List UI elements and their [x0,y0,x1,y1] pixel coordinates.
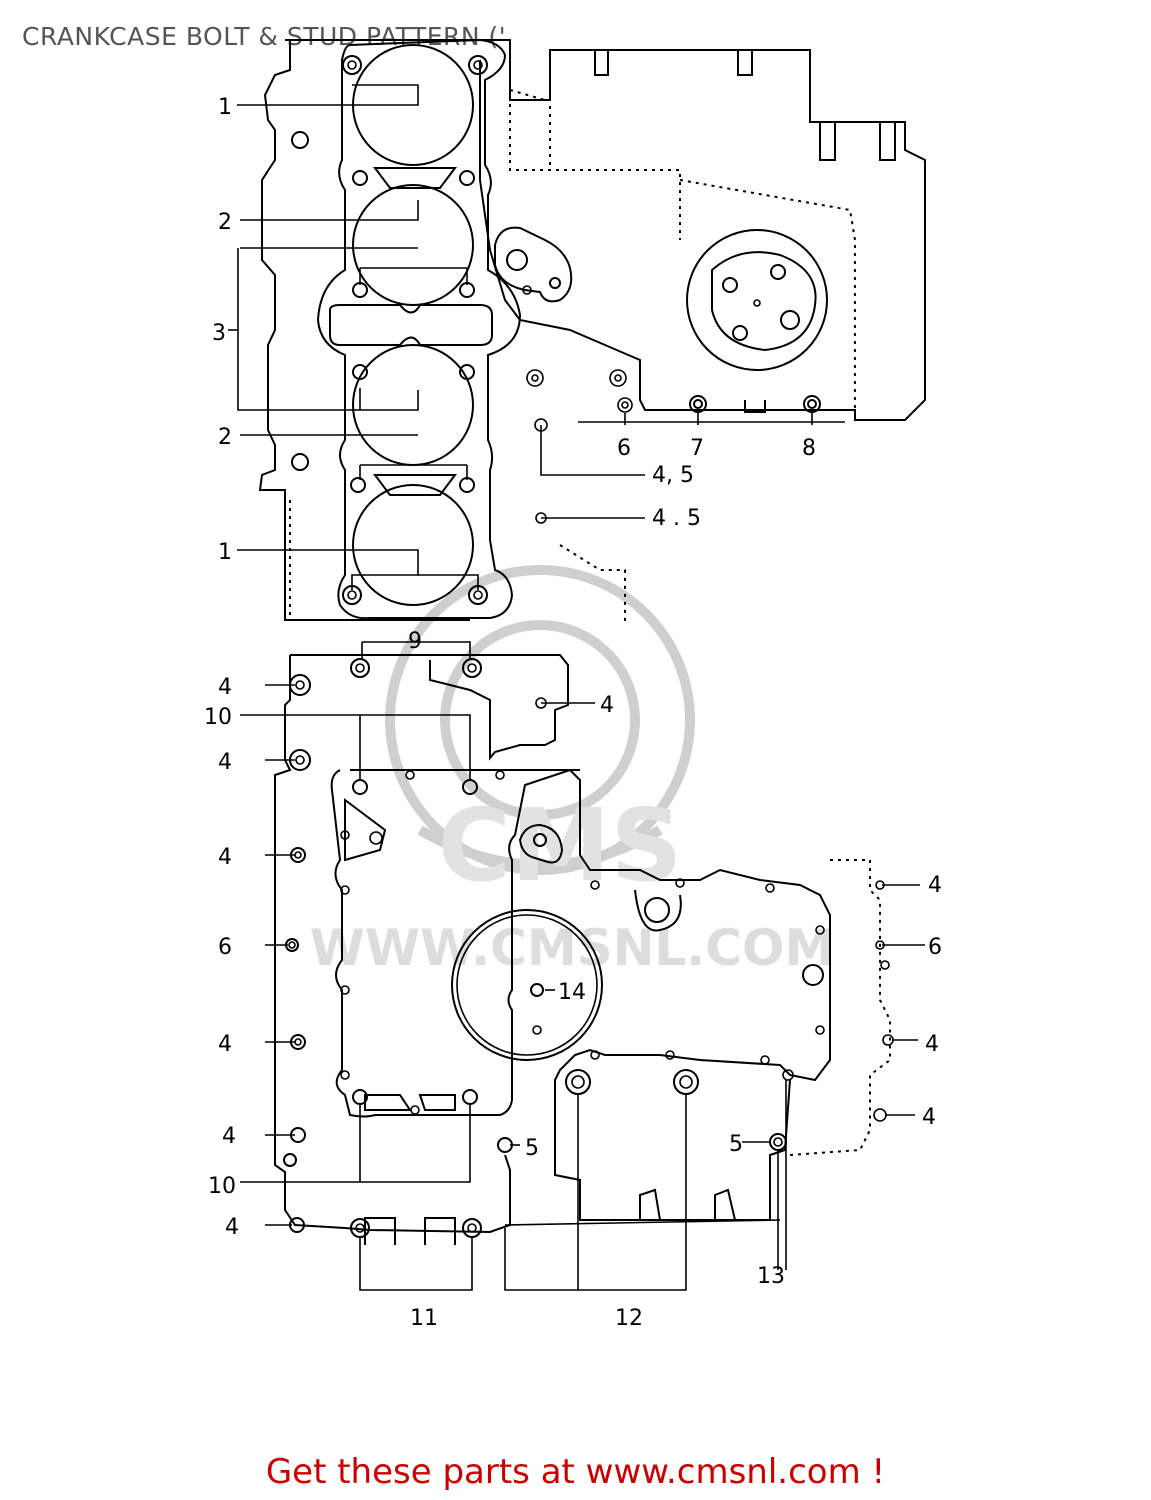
callout-1-bottom: 1 [218,540,232,565]
callout-3: 3 [212,321,226,346]
footer-link[interactable]: Get these parts at www.cmsnl.com ! [265,1452,886,1492]
callout-2-mid: 2 [218,425,232,450]
callout-5-a: 5 [525,1136,539,1161]
callout-12: 12 [615,1306,643,1331]
callout-4-g: 4 [225,1215,239,1240]
watermark-url: WWW.CMSNL.COM [310,919,835,977]
callout-6-top: 6 [617,436,631,461]
callout-4-f: 4 [222,1124,236,1149]
callout-7: 7 [690,436,704,461]
callout-4-right-1: 4 [928,873,942,898]
callout-4-5-a: 4, 5 [652,463,694,488]
callout-4-5-b: 4 . 5 [652,506,701,531]
callout-10-top: 10 [204,705,232,730]
watermark-logo-text: CMS [438,787,683,904]
callout-4-e: 4 [218,1032,232,1057]
upper-crankcase [258,38,926,625]
callout-6-left: 6 [218,935,232,960]
callout-4-d: 4 [218,845,232,870]
callout-13: 13 [757,1264,785,1289]
callout-6-right: 6 [928,935,942,960]
callout-4-b: 4 [600,693,614,718]
callout-4-right-3: 4 [922,1105,936,1130]
upper-leaders [228,84,845,590]
callout-2-top: 2 [218,210,232,235]
callout-10-bottom: 10 [208,1174,236,1199]
watermark-logo: CMS WWW.CMSNL.COM [310,565,835,977]
callout-5-b: 5 [729,1132,743,1157]
callout-4-a: 4 [218,675,232,700]
callout-8: 8 [802,436,816,461]
callout-4-c: 4 [218,750,232,775]
callout-11: 11 [410,1306,438,1331]
callout-labels: 1 2 3 2 1 6 7 8 4, 5 4 . 5 9 4 4 10 4 4 … [204,95,942,1331]
callout-14: 14 [558,980,586,1005]
callout-9: 9 [408,629,422,654]
callout-4-right-2: 4 [925,1032,939,1057]
callout-1-top: 1 [218,95,232,120]
lower-leaders [240,641,925,1291]
